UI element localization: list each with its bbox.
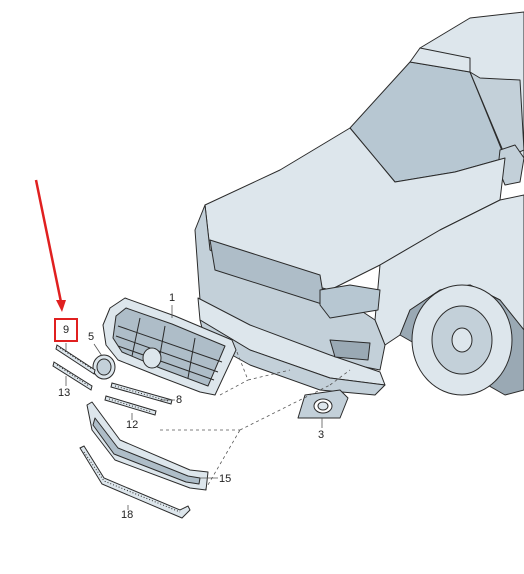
label-part-15: 15 <box>219 473 232 485</box>
part-1-grille <box>102 297 237 396</box>
part-18-lower-molding <box>79 445 191 519</box>
label-part-13: 13 <box>58 387 71 399</box>
hub <box>451 327 473 353</box>
part-13-trim-strip <box>52 361 93 391</box>
part-5-emblem <box>92 354 116 380</box>
leader-lines <box>65 305 351 510</box>
indicator-arrow <box>34 179 66 312</box>
fog-lamp-pocket <box>329 339 371 361</box>
label-part-8: 8 <box>176 394 183 406</box>
part-15-lower-grille <box>86 401 209 491</box>
side-window <box>469 71 524 159</box>
label-part-18: 18 <box>121 509 134 521</box>
part-3-fog-lamp-trim <box>297 389 349 419</box>
part-12-trim-strip <box>104 395 157 416</box>
part-8-trim-strip <box>110 382 173 405</box>
label-part-12: 12 <box>126 419 139 431</box>
a-pillar <box>409 47 471 73</box>
label-part-5: 5 <box>88 331 95 343</box>
part-9-trim-strip <box>55 344 96 375</box>
headlamp <box>319 284 381 319</box>
label-part-9: 9 <box>63 324 70 336</box>
label-part-3: 3 <box>318 429 325 441</box>
vehicle-body <box>194 11 524 396</box>
highlight-box-part-9 <box>54 318 78 342</box>
label-part-1: 1 <box>169 292 176 304</box>
